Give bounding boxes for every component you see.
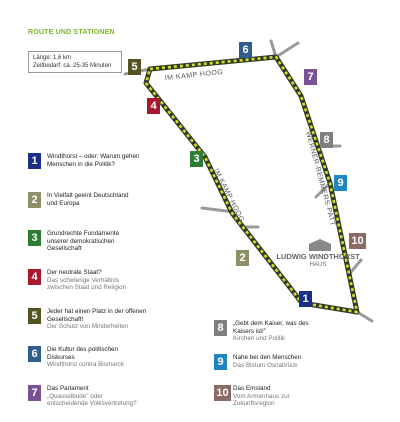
legend-subtitle-4: Das schwierige Verhältnis zwischen Staat… [47, 276, 127, 292]
route-duration: Zeitbedarf: ca. 25-35 Minuten [33, 63, 112, 69]
map-marker-10[interactable]: 10 [349, 233, 366, 249]
legend-number-4: 4 [28, 269, 41, 285]
legend-item-7[interactable]: 7 Das Parlament„Quasselbude" oder entsch… [28, 385, 142, 408]
legend-number-7: 7 [28, 385, 41, 401]
legend-title-2: In Vielfalt geeint Deutschland und Europ… [47, 192, 129, 207]
legend-subtitle-5: Der Schutz von Minderheiten [47, 323, 129, 331]
legend-title-1: Windthorst – oder: Warum gehen Menschen … [47, 153, 140, 168]
map-marker-7[interactable]: 7 [304, 69, 317, 85]
legend-item-5[interactable]: 5 Jeder hat einen Platz in der offenen G… [28, 308, 147, 331]
street-label-im-kamp-hoog-diagonal: IM KAMP HOOG [212, 168, 245, 224]
legend-title-9: Nahe bei den Menschen [233, 354, 302, 361]
legend-title-7: Das Parlament [47, 385, 89, 392]
side-street [349, 258, 363, 274]
legend-title-8: „Gebt dem Kaiser, was des Kaisers ist!" [233, 320, 309, 335]
side-street [314, 181, 332, 199]
map-marker-9[interactable]: 9 [334, 175, 347, 191]
legend-number-2: 2 [28, 192, 41, 208]
legend-number-3: 3 [28, 230, 41, 246]
walking-route [143, 54, 360, 315]
side-street [274, 41, 300, 59]
street-label-im-kamp-hoog: IM KAMP HOOG [164, 69, 223, 82]
legend-subtitle-6: Windthorst contra Bismarck [47, 361, 124, 369]
route-length: Länge: 1,6 km [33, 55, 72, 61]
legend-number-1: 1 [28, 153, 41, 169]
legend-number-5: 5 [28, 308, 41, 324]
building-roof [309, 239, 331, 244]
map-marker-1[interactable]: 1 [299, 291, 312, 307]
building-name-line2: HAUS [310, 262, 327, 268]
legend-subtitle-7: „Quasselbude" oder entscheidende Volksve… [47, 392, 137, 408]
legend-title-6: Die Kultur des politischen Diskurses [47, 346, 119, 361]
legend-subtitle-10: Vom Armenhaus zur Zukunftsregion [233, 392, 290, 408]
legend-number-6: 6 [28, 346, 41, 362]
legend-title-5: Jeder hat einen Platz in der offenen Ges… [47, 308, 147, 323]
map-marker-3[interactable]: 3 [190, 151, 203, 167]
legend-item-4[interactable]: 4 Der neutrale Staat?Das schwierige Verh… [28, 269, 142, 292]
legend-subtitle-9: Das Bistum Osnabrück [233, 361, 298, 369]
legend-item-3[interactable]: 3 Grundrechte Fundamente unserer demokra… [28, 230, 137, 253]
building-icon [309, 244, 331, 251]
ludwig-windthorst-haus-building: LUDWIG WINDTHORST HAUS [276, 239, 360, 268]
legend-subtitle-8: Kirchen und Politik [233, 335, 286, 343]
legend-item-2[interactable]: 2 In Vielfalt geeint Deutschland und Eur… [28, 192, 137, 208]
legend-number-9: 9 [214, 354, 227, 370]
route-info-box: Länge: 1,6 km Zeitbedarf: ca. 25-35 Minu… [28, 51, 122, 73]
map-marker-4[interactable]: 4 [147, 98, 160, 114]
map-marker-5[interactable]: 5 [128, 59, 141, 75]
legend-item-8[interactable]: 8 „Gebt dem Kaiser, was des Kaisers ist!… [214, 320, 313, 343]
legend-item-1[interactable]: 1 Windthorst – oder: Warum gehen Mensche… [28, 153, 147, 169]
map-marker-6[interactable]: 6 [239, 42, 252, 58]
map-marker-8[interactable]: 8 [320, 132, 333, 148]
legend-title-4: Der neutrale Staat? [47, 269, 102, 276]
legend-number-10: 10 [214, 385, 231, 401]
side-street [355, 310, 374, 323]
legend-number-8: 8 [214, 320, 227, 336]
building-name-line1: LUDWIG WINDTHORST [276, 252, 360, 261]
map-heading: ROUTE UND STATIONEN [28, 29, 115, 36]
map-marker-2[interactable]: 2 [236, 250, 249, 266]
side-street [269, 39, 278, 59]
legend-title-10: Das Emsland [233, 385, 271, 392]
legend-title-3: Grundrechte Fundamente unserer demokrati… [47, 230, 120, 253]
